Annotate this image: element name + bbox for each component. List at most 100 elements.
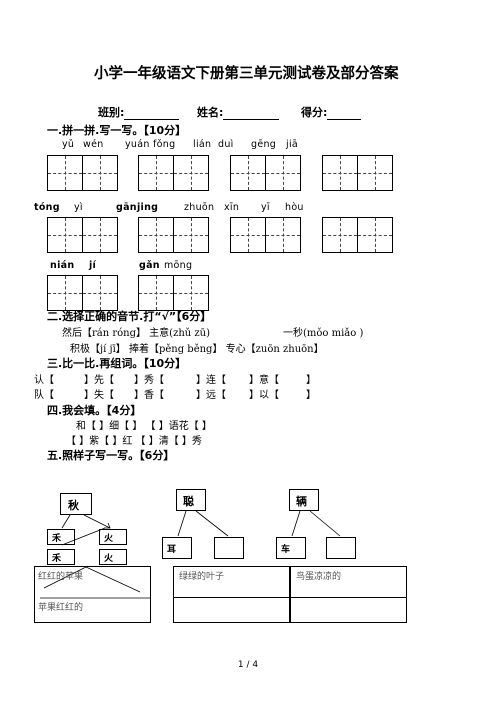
- divider: [290, 597, 407, 598]
- writing-cell[interactable]: [82, 155, 118, 191]
- name-blank[interactable]: [223, 108, 280, 120]
- section-4-heading: 四.我会填。【4分】: [47, 404, 142, 417]
- part-he: 禾: [52, 534, 62, 544]
- compare-char: 】: [306, 375, 316, 386]
- pinyin-18: jí: [89, 260, 97, 271]
- part-che: 车: [281, 545, 291, 555]
- pinyin-2: wén: [83, 139, 104, 150]
- answer-box[interactable]: [326, 537, 356, 559]
- section-2-heading: 二.选择正确的音节.打“√”【6分】: [47, 310, 212, 323]
- part-er: 耳: [167, 545, 177, 555]
- pinyin-20: mōng: [164, 260, 193, 271]
- compare-char: 】连【: [196, 375, 226, 386]
- pinyin-9: tóng: [34, 202, 60, 213]
- compare-char: 】秀【: [134, 375, 164, 386]
- writing-cell[interactable]: [265, 155, 301, 191]
- part-box: [99, 529, 127, 545]
- class-field: 班别:: [98, 104, 180, 120]
- writing-box-group: [230, 217, 301, 253]
- score-field: 得分:: [301, 104, 362, 120]
- compare-char: 】失【: [84, 390, 114, 401]
- compare-char: 认【: [34, 375, 54, 386]
- writing-cell[interactable]: [357, 155, 393, 191]
- part-box: [47, 529, 75, 545]
- pinyin-8: jiā: [286, 139, 299, 150]
- score-blank[interactable]: [327, 108, 362, 120]
- writing-cell[interactable]: [82, 217, 118, 253]
- pinyin-14: xīn: [224, 202, 240, 213]
- writing-cell[interactable]: [173, 155, 209, 191]
- answer-he: 禾: [52, 554, 62, 564]
- char-box-qiu: [60, 493, 92, 515]
- part-box: [162, 537, 192, 559]
- char-liang: 辆: [296, 495, 307, 508]
- writing-cell[interactable]: [82, 275, 118, 311]
- pinyin-11: gān: [116, 202, 137, 213]
- compare-char: 】以【: [249, 390, 279, 401]
- writing-box-group: [138, 217, 209, 253]
- pinyin-6: duì: [218, 139, 234, 150]
- writing-cell[interactable]: [265, 217, 301, 253]
- sample-phrase-2: 绿绿的叶子: [179, 572, 225, 582]
- char-cong: 聪: [183, 495, 194, 508]
- compare-char: 】意【: [249, 375, 279, 386]
- section-4-line-1: 和【 】细【 】 【 】语花【 】: [76, 421, 212, 432]
- compare-char: 】: [306, 390, 316, 401]
- section-2-line-2: 积极【jí jī】 捧着【pěng běng】 专心【zuōn zhuōn】: [70, 344, 324, 355]
- sentence-box-2[interactable]: [173, 566, 290, 623]
- writing-box-group: [47, 275, 118, 311]
- section-3-heading: 三.比一比.再组词。【10分】: [47, 357, 187, 370]
- sample-phrase-1: 红红的苹果: [38, 572, 84, 582]
- writing-box-group: [47, 217, 118, 253]
- answer-box[interactable]: [47, 549, 75, 565]
- answer-huo: 火: [104, 554, 114, 564]
- page-title: 小学一年级语文下册第三单元测试卷及部分答案: [94, 66, 399, 82]
- name-label: 姓名:: [197, 106, 224, 119]
- page-number: 1 / 4: [237, 660, 259, 670]
- class-blank[interactable]: [124, 108, 180, 120]
- char-box-liang: [289, 489, 319, 511]
- section-1-heading: 一.拼一拼.写一写。【10分】: [47, 124, 187, 137]
- section-4-line-2: 【 】紫【 】红 【 】清【 】秀: [66, 436, 202, 447]
- class-label: 班别:: [98, 106, 125, 119]
- pinyin-17: nián: [50, 260, 75, 271]
- sentence-box-1[interactable]: [34, 566, 151, 623]
- char-qiu: 秋: [68, 499, 79, 512]
- pinyin-15: yī: [261, 202, 270, 213]
- writing-box-group: [322, 155, 393, 191]
- part-huo: 火: [104, 534, 114, 544]
- pinyin-13: zhuōn: [184, 202, 215, 213]
- section-2-line-1b: 一秒(mǒo miǎo ): [283, 328, 364, 339]
- sample-phrase-1-answer: 苹果红红的: [38, 603, 84, 613]
- char-box-cong: [176, 489, 206, 511]
- pinyin-16: hòu: [285, 202, 304, 213]
- writing-box-group: [138, 155, 209, 191]
- sentence-box-3[interactable]: [290, 566, 407, 623]
- pinyin-10: yì: [74, 202, 83, 213]
- pinyin-3: yuán: [125, 139, 150, 150]
- compare-char: 】香【: [134, 390, 164, 401]
- answer-box[interactable]: [214, 537, 244, 559]
- writing-cell[interactable]: [173, 217, 209, 253]
- writing-cell[interactable]: [173, 275, 209, 311]
- writing-box-group: [138, 275, 209, 311]
- writing-cell[interactable]: [357, 217, 393, 253]
- sample-phrase-3: 鸟蛋凉凉的: [296, 572, 342, 582]
- pinyin-4: fǒng: [153, 139, 176, 150]
- section-5-heading: 五.照样子写一写。【6分】: [47, 449, 175, 462]
- writing-box-group: [230, 155, 301, 191]
- score-label: 得分:: [301, 106, 328, 119]
- divider: [173, 597, 290, 598]
- compare-char: 队【: [34, 390, 54, 401]
- writing-box-group: [47, 155, 118, 191]
- pinyin-5: lián: [193, 139, 212, 150]
- answer-box[interactable]: [99, 549, 127, 565]
- part-box: [276, 537, 306, 559]
- section-2-line-1a: 然后【rán róng】 主意(zhǔ zū): [62, 328, 211, 339]
- pinyin-7: gēng: [251, 139, 277, 150]
- name-field: 姓名:: [197, 104, 280, 120]
- pinyin-1: yǔ: [62, 139, 75, 150]
- writing-box-group: [322, 217, 393, 253]
- compare-char: 】先【: [84, 375, 114, 386]
